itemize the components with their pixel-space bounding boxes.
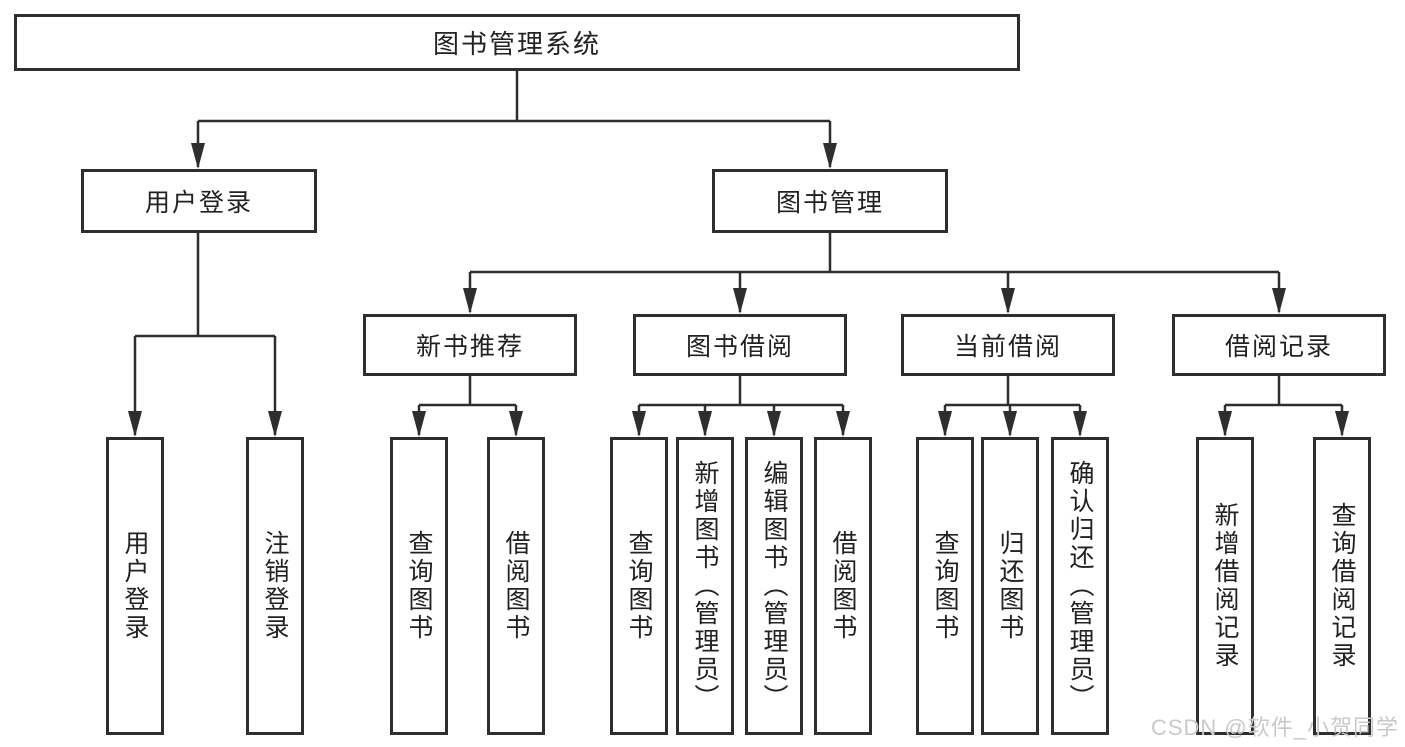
node-book-management: 图书管理 xyxy=(712,169,948,233)
node-leaf-query-books-3: 查询图书 xyxy=(916,437,974,735)
node-borrowing-records: 借阅记录 xyxy=(1172,314,1386,376)
node-leaf-add-books-admin: 新增图书（管理员） xyxy=(676,437,734,735)
node-leaf-add-borrow-record: 新增借阅记录 xyxy=(1196,437,1254,735)
node-leaf-edit-books-admin: 编辑图书（管理员） xyxy=(745,437,803,735)
node-user-login: 用户登录 xyxy=(81,169,317,233)
node-label: 用户登录 xyxy=(144,189,253,217)
node-leaf-logout: 注销登录 xyxy=(246,437,304,735)
node-label: 当前借阅 xyxy=(953,333,1062,361)
csdn-watermark: CSDN @软件_小贺同学 xyxy=(1150,715,1399,740)
node-leaf-return-books: 归还图书 xyxy=(981,437,1039,735)
node-leaf-borrow-books-1: 借阅图书 xyxy=(487,437,545,735)
node-leaf-borrow-books-2: 借阅图书 xyxy=(814,437,872,735)
node-label: 图书管理 xyxy=(775,189,884,217)
node-leaf-query-books-2: 查询图书 xyxy=(610,437,668,735)
node-library-management-system: 图书管理系统 xyxy=(14,14,1020,71)
node-label: 借阅记录 xyxy=(1224,333,1333,361)
node-leaf-query-books-1: 查询图书 xyxy=(390,437,448,735)
node-label: 新书推荐 xyxy=(415,333,524,361)
node-leaf-confirm-return-admin: 确认归还（管理员） xyxy=(1051,437,1109,735)
node-leaf-query-borrow-record: 查询借阅记录 xyxy=(1313,437,1371,735)
node-label: 图书借阅 xyxy=(685,333,794,361)
node-new-book-recommend: 新书推荐 xyxy=(363,314,577,376)
node-book-borrowing: 图书借阅 xyxy=(633,314,847,376)
node-label: 图书管理系统 xyxy=(432,29,601,59)
node-current-borrowing: 当前借阅 xyxy=(901,314,1115,376)
node-leaf-user-login: 用户登录 xyxy=(106,437,164,735)
